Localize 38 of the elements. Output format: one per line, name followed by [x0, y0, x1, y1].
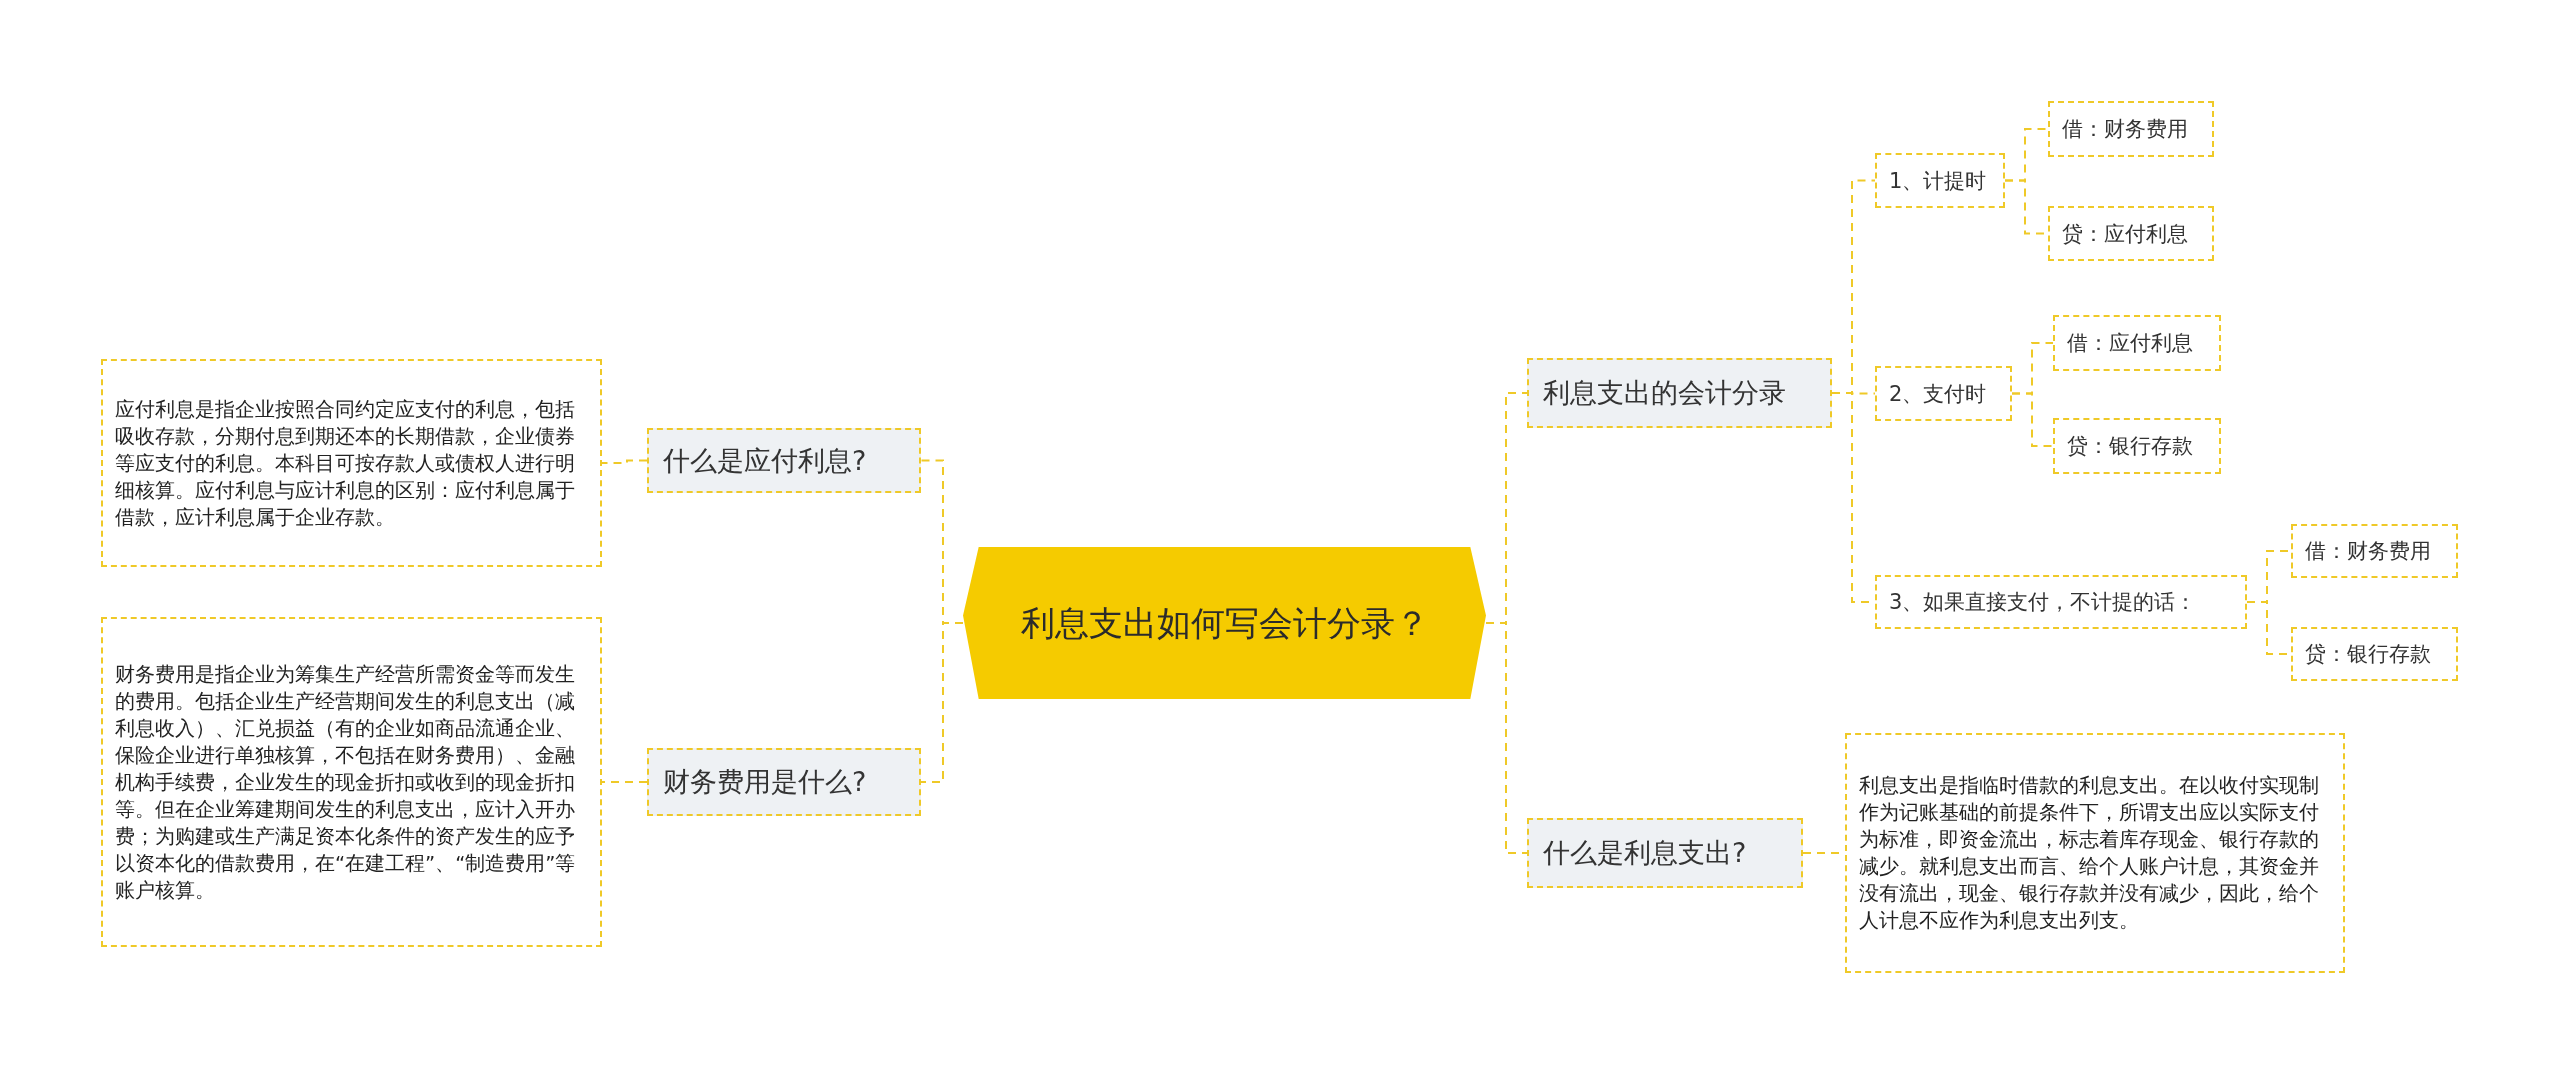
subtopic-box	[1875, 153, 2005, 208]
node-text: 借：应付利息	[2067, 330, 2193, 357]
topic-box	[1527, 818, 1803, 888]
connector-line	[601, 459, 648, 464]
subtopic-box	[2291, 627, 2458, 681]
subtopic-box	[2291, 524, 2458, 578]
node-text: 贷：应付利息	[2062, 220, 2188, 248]
note-box	[1845, 733, 2345, 973]
node-text: 借：财务费用	[2062, 116, 2188, 143]
node-text: 利息支出的会计分录	[1543, 376, 1786, 410]
node-text: 利息支出是指临时借款的利息支出。在以收付实现制作为记账基础的前提条件下，所谓支出应以实际支付为标准，即资金流出，标志着库存现金、银行存款的减少。就利息支出而言、给个人账户计息，其资金并没有流出，现金、银行存款并没有减少，因此，给个人计息不应作为利息支出列支。	[1859, 773, 2320, 934]
subtopic-box	[2053, 418, 2221, 474]
node-text: 什么是利息支出?	[1543, 836, 1747, 870]
node-text: 借：财务费用	[2305, 538, 2431, 565]
connector-line	[1485, 622, 1528, 854]
node-text: 3、如果直接支付，不计提的话：	[1889, 589, 2197, 616]
subtopic-box	[2048, 206, 2214, 261]
node-text: 财务费用是指企业为筹集生产经营所需资金等而发生的费用。包括企业生产经营期间发生的利息支出（减利息收入）、汇兑损益（有的企业如商品流通企业、保险企业进行单独核算，不包括在财务费用）、金融机构手续费，企业发生的现金折扣或收到的现金折扣等。但在企业筹建期间发生的利息支出，应计入开办费；为购建或生产满足资本化条件的资产发生的应予以资本化的借款费用，在“在建工程”、“制造费用”等账户核算。	[115, 661, 577, 904]
connector-line	[920, 622, 964, 783]
connector-line	[601, 781, 648, 783]
node-text: 什么是应付利息?	[663, 443, 867, 478]
note-box	[101, 359, 602, 567]
node-text: 应付利息是指企业按照合同约定应支付的利息，包括吸收存款，分期付息到期还本的长期借款，企业债券等应支付的利息。本科目可按存款人或债权人进行明细核算。应付利息与应计利息的区别：应付利息属于借款，应计利息属于企业存款。	[115, 396, 576, 531]
node-text: 贷：银行存款	[2067, 433, 2193, 460]
node-text: 利息支出如何写会计分录？	[1020, 602, 1429, 645]
topic-box	[1527, 358, 1832, 428]
subtopic-box	[1875, 366, 2012, 421]
connector-line	[2011, 392, 2054, 447]
topic-box	[647, 428, 921, 493]
node-text: 财务费用是什么?	[663, 765, 867, 799]
subtopic-box	[2053, 315, 2221, 371]
node-text: 2、支付时	[1889, 380, 1987, 408]
subtopic-box	[2048, 101, 2214, 157]
subtopic-box	[1875, 575, 2247, 629]
node-text: 1、计提时	[1889, 167, 1987, 195]
topic-box	[647, 748, 921, 816]
note-box	[101, 617, 602, 947]
node-text: 贷：银行存款	[2305, 641, 2431, 668]
